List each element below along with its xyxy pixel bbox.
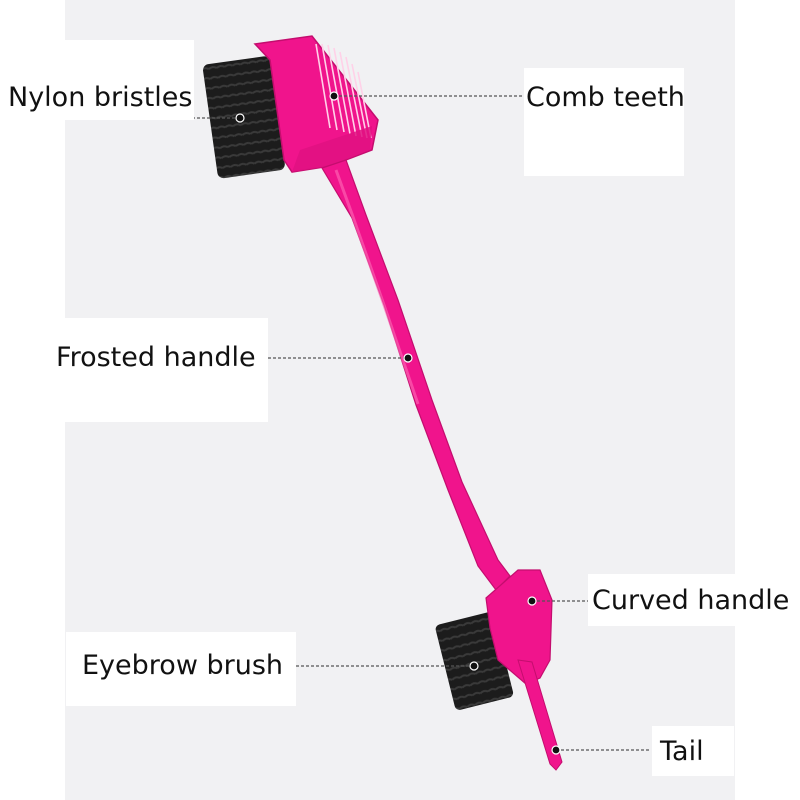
label-box-curved-handle [588,574,800,626]
label-nylon-bristles: Nylon bristles [8,82,193,113]
label-curved-handle: Curved handle [592,585,790,616]
label-comb-teeth: Comb teeth [526,82,685,113]
comb-teeth [315,43,372,139]
dot-nylon-bristles [235,113,245,123]
label-box-frosted-handle [40,318,268,422]
label-tail: Tail [660,736,704,767]
label-frosted-handle: Frosted handle [56,342,256,373]
dot-frosted-handle [403,353,413,363]
label-box-comb-teeth [524,68,684,176]
dot-curved-handle [527,596,537,606]
label-eyebrow-brush: Eyebrow brush [82,650,284,681]
callout-dots [235,91,561,755]
dot-eyebrow-brush [469,661,479,671]
label-box-tail [652,726,734,776]
tail-shape [517,659,563,771]
bottom-brush-head [435,569,563,771]
dot-tail [551,745,561,755]
dot-comb-teeth [329,91,339,101]
leader-lines [122,95,650,751]
label-box-eyebrow-brush [66,632,296,706]
label-box-nylon-bristles [0,40,194,120]
